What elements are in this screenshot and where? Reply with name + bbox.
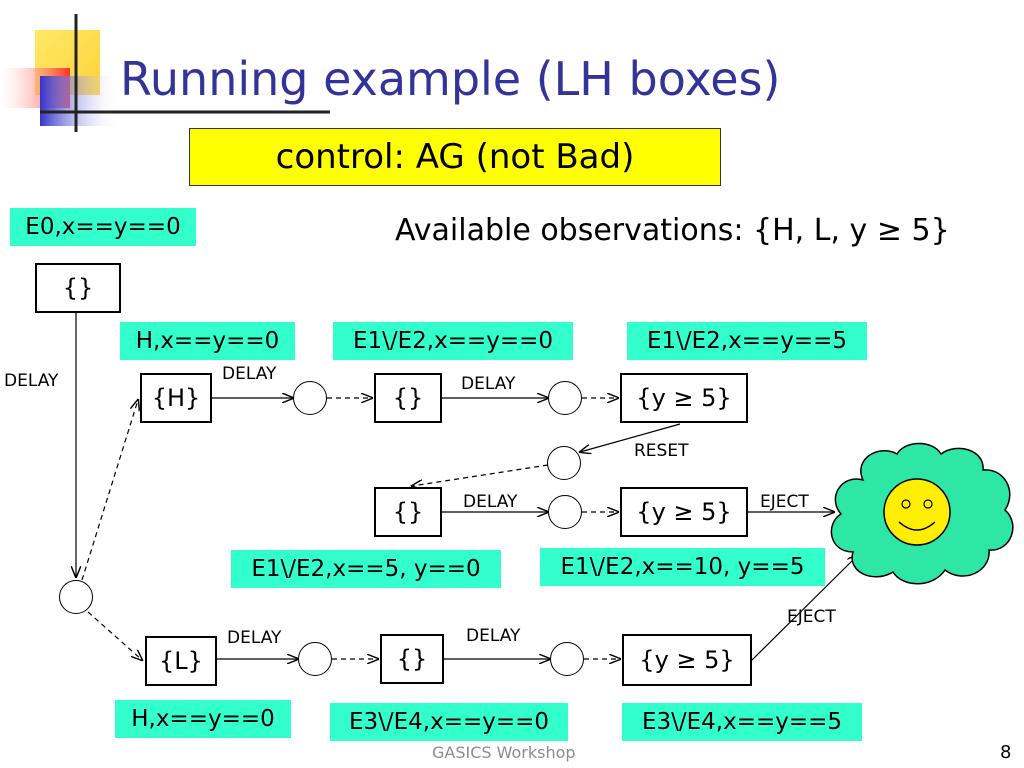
edge-label-eject-top: EJECT [760, 492, 809, 512]
label-h-bottom: H,x==y==0 [115, 700, 291, 738]
state-box-l: {L} [145, 636, 217, 686]
edge-label-reset: RESET [634, 441, 689, 461]
state-box-mid-bottom: {} [380, 634, 444, 684]
edge-label-delay-mid-top: DELAY [461, 374, 516, 394]
edge-label-delay-l: DELAY [227, 628, 282, 648]
edge-label-delay-left: DELAY [4, 371, 59, 391]
label-e0: E0,x==y==0 [10, 208, 196, 246]
node-after-h [293, 381, 327, 415]
state-box-init: {} [35, 263, 121, 313]
node-after-mid-top [548, 381, 582, 415]
cloud-smiley-icon [830, 442, 1014, 585]
footer-text: GASICS Workshop [432, 743, 576, 762]
label-e1e2-55: E1\/E2,x==y==5 [627, 322, 867, 360]
available-observations: Available observations: {H, L, y ≥ 5} [395, 213, 950, 248]
label-e1e2-50: E1\/E2,x==5, y==0 [231, 550, 501, 588]
control-objective: control: AG (not Bad) [189, 128, 721, 186]
label-e3e4-55: E3\/E4,x==y==5 [622, 703, 862, 741]
edge-label-delay-reset: DELAY [463, 492, 518, 512]
slide-title: Running example (LH boxes) [120, 52, 781, 106]
node-split [59, 580, 93, 614]
edge-label-eject-bottom: EJECT [787, 607, 836, 627]
label-e1e2-00: E1\/E2,x==y==0 [333, 322, 573, 360]
state-box-h: {H} [140, 373, 212, 423]
node-reset [547, 446, 581, 480]
edge-label-delay-h: DELAY [222, 364, 277, 384]
state-box-y5-bottom: {y ≥ 5} [622, 634, 752, 686]
label-e3e4-00: E3\/E4,x==y==0 [330, 703, 568, 741]
edge-split-to-h [81, 400, 138, 581]
node-after-mid-reset [548, 495, 582, 529]
label-e1e2-105: E1\/E2,x==10, y==5 [540, 548, 825, 586]
state-box-mid-reset: {} [374, 487, 442, 537]
edge-split-to-l [87, 611, 142, 660]
state-box-y5-top: {y ≥ 5} [620, 373, 748, 423]
state-box-y5-reset: {y ≥ 5} [620, 487, 748, 537]
node-after-l [298, 642, 332, 676]
label-h-top: H,x==y==0 [120, 322, 295, 360]
state-box-mid-top: {} [374, 373, 442, 423]
edge-label-delay-mid-bottom: DELAY [466, 626, 521, 646]
edge-reset [580, 423, 681, 452]
edge-eject-bottom [751, 555, 858, 661]
node-after-mid-bottom [550, 642, 584, 676]
page-number: 8 [1000, 742, 1012, 763]
edge-reset-dashed [412, 464, 549, 486]
